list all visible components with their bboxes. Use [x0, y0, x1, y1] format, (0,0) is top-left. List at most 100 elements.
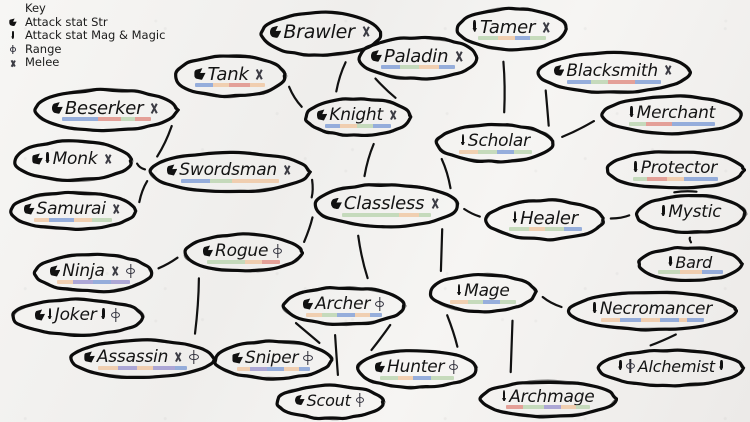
node-label: Ninja	[50, 261, 136, 281]
stat-segment	[544, 405, 562, 409]
stat-segment	[181, 179, 211, 183]
node-monk[interactable]: Monk	[12, 139, 134, 183]
node-stat-bar	[506, 405, 590, 409]
stat-segment	[629, 122, 647, 126]
node-mystic[interactable]: Mystic	[634, 193, 748, 235]
stat-segment	[231, 179, 258, 183]
node-outline	[428, 272, 538, 314]
node-stat-bar	[34, 218, 112, 222]
node-paladin[interactable]: Paladin	[356, 35, 480, 81]
node-bard[interactable]: Bard	[636, 245, 744, 283]
node-tank[interactable]: Tank	[172, 53, 288, 99]
node-outline	[605, 150, 746, 190]
stat-segment	[306, 313, 323, 317]
node-outline	[455, 6, 568, 52]
node-outline	[600, 94, 743, 136]
node-name: Healer	[520, 207, 579, 229]
edge-protector-mystic	[673, 190, 698, 194]
melee-icon	[539, 21, 552, 34]
stat-segment	[249, 367, 268, 371]
str-icon	[52, 101, 63, 114]
node-outline	[11, 297, 145, 337]
stat-segment	[62, 117, 98, 121]
node-name: Monk	[52, 149, 98, 169]
mag-icon	[633, 161, 639, 174]
melee-icon	[662, 64, 674, 76]
stat-segment	[249, 83, 265, 87]
stat-segment	[339, 124, 357, 128]
node-outline	[304, 97, 413, 138]
node-ninja[interactable]: Ninja	[32, 252, 154, 294]
edge-archer-hunter	[370, 323, 392, 352]
node-name: Bard	[675, 252, 713, 272]
node-beserker[interactable]: Beserker	[32, 87, 180, 133]
node-outline	[355, 349, 479, 390]
mag-icon	[512, 210, 518, 225]
node-stat-bar	[459, 150, 532, 154]
node-label: Joker	[35, 305, 122, 325]
stat-segment	[514, 36, 530, 40]
legend-row: Attack stat Str	[6, 15, 165, 30]
edge-classless-rogue	[303, 216, 314, 243]
node-brawler[interactable]: Brawler	[259, 10, 383, 58]
node-name: Samurai	[36, 199, 106, 219]
node-blacksmith[interactable]: Blacksmith	[536, 50, 692, 95]
melee-icon	[253, 68, 266, 81]
node-protector[interactable]: Protector	[604, 149, 746, 191]
node-knight[interactable]: Knight	[303, 96, 413, 138]
stat-segment	[98, 366, 118, 370]
node-merchant[interactable]: Merchant	[600, 94, 744, 136]
node-scholar[interactable]: Scholar	[434, 122, 556, 164]
stat-segment	[372, 213, 399, 217]
node-classless[interactable]: Classless	[312, 182, 460, 229]
stat-segment	[400, 65, 420, 69]
node-label: Healer	[512, 208, 578, 229]
node-sniper[interactable]: Sniper	[212, 339, 334, 381]
node-outline	[484, 198, 605, 242]
stat-segment	[620, 318, 642, 322]
edge-merchant-scholar	[561, 120, 595, 138]
node-label: Classless	[331, 193, 442, 214]
node-label: Scout	[295, 391, 366, 410]
node-mage[interactable]: Mage	[428, 272, 538, 314]
stat-segment	[225, 260, 245, 264]
node-stat-bar	[207, 260, 280, 264]
edge-tank-knight	[288, 85, 303, 108]
melee-icon	[6, 59, 20, 68]
node-archmage[interactable]: Archmage	[478, 379, 618, 419]
stat-segment	[48, 218, 74, 222]
stat-segment	[686, 318, 704, 322]
stat-segment	[117, 366, 138, 370]
node-outline	[9, 190, 138, 231]
node-stat-bar	[478, 36, 546, 40]
node-joker[interactable]: Joker	[10, 297, 146, 337]
edge-paladin-knight	[374, 77, 397, 99]
node-assassin[interactable]: Assassin	[68, 338, 216, 380]
node-archer[interactable]: Archer	[281, 285, 407, 327]
node-rogue[interactable]: Rogue	[182, 232, 304, 274]
edge-beserker-swordsman	[156, 124, 173, 158]
node-samurai[interactable]: Samurai	[8, 190, 138, 232]
node-scout[interactable]: Scout	[274, 383, 386, 421]
edge-archer-scout	[334, 334, 339, 376]
stat-segment	[110, 280, 130, 284]
str-icon-glyph	[9, 18, 16, 27]
mag-icon	[661, 205, 667, 218]
str-icon	[203, 245, 214, 258]
node-name: Blacksmith	[566, 60, 658, 81]
node-alchemist[interactable]: Alchemist	[596, 348, 746, 388]
node-stat-bar	[381, 65, 455, 69]
node-tamer[interactable]: Tamer	[455, 6, 569, 52]
str-icon	[295, 394, 305, 406]
node-healer[interactable]: Healer	[484, 198, 606, 242]
node-necromancer[interactable]: Necromancer	[566, 290, 738, 332]
stat-segment	[529, 36, 546, 40]
stat-segment	[680, 270, 703, 274]
stat-segment	[545, 227, 565, 231]
node-hunter[interactable]: Hunter	[355, 348, 479, 390]
edge-mage-archmage	[509, 319, 514, 374]
legend-title: Key	[25, 1, 46, 15]
legend-label: Range	[25, 41, 62, 56]
node-swordsman[interactable]: Swordsman	[148, 150, 312, 194]
